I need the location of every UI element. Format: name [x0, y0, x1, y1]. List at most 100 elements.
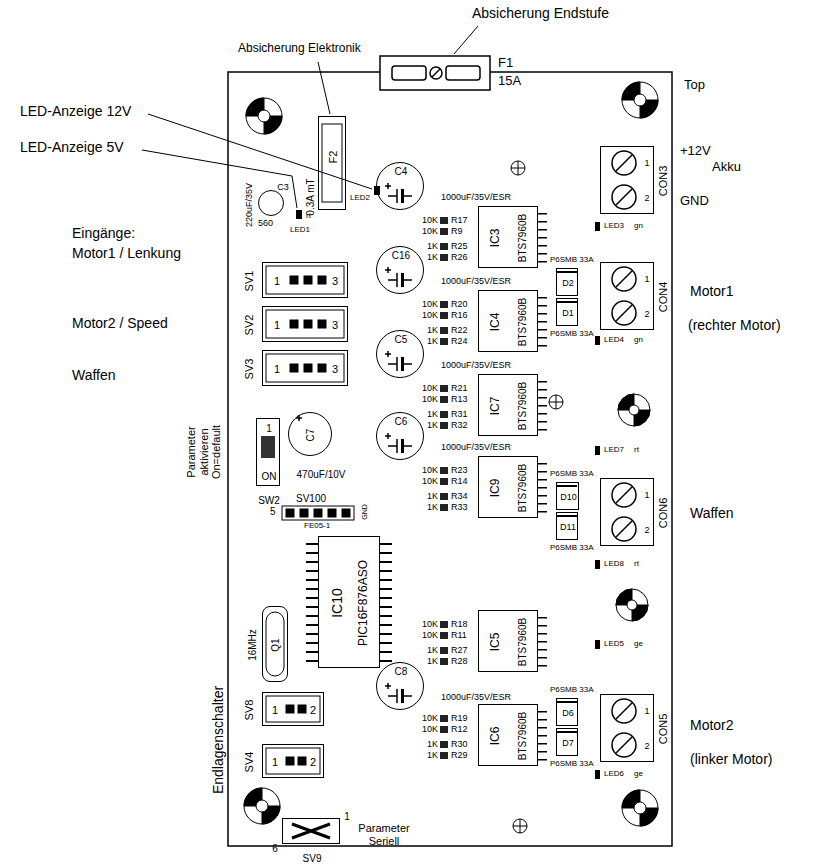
capacitor-box: C61000uF/35V/ESR [376, 412, 424, 460]
screw-terminal-label: CON4 [658, 282, 669, 313]
annotation-label: R31 [451, 410, 468, 419]
ic-pins [542, 213, 543, 761]
annotation-label: 1K [427, 492, 438, 501]
diode-bands [557, 272, 577, 732]
annotation-label: 1K [427, 326, 438, 335]
annotation-label: LED8 [604, 560, 624, 568]
capacitor-label: C16 [392, 251, 410, 261]
annotation-label: 5 [270, 507, 276, 517]
header-pins [266, 266, 354, 838]
screw-terminal-box: CON612 [600, 478, 654, 546]
driver-ic-label: IC3 [489, 229, 501, 248]
annotation-label: rt [634, 446, 639, 454]
annotation-label: R12 [451, 725, 468, 734]
annotation-label: P6SMB 33A [550, 256, 594, 264]
pin-header-label: SV8 [244, 700, 255, 721]
screw-terminal-label: 2 [644, 526, 649, 535]
annotation-label: R21 [451, 384, 468, 393]
pin-header-label: SV3 [244, 359, 255, 380]
annotation-label: R17 [451, 216, 468, 225]
pin-header-box: SV313 [262, 350, 348, 386]
driver-ic-label: IC5 [489, 633, 501, 652]
annotation-label: Parameter aktivieren On=default [185, 412, 223, 492]
annotation-label: R18 [451, 620, 468, 629]
capacitor-label: 1000uF/35V/ESR [441, 361, 511, 370]
screw-terminal-box: CON512 [600, 694, 654, 762]
diode-box: D2 [556, 268, 578, 296]
dip-switch-box: 1ONSW2 [256, 418, 280, 486]
crystal-label: 16MHz [248, 629, 258, 661]
pin-header-box: SV213 [262, 306, 348, 342]
driver-ic-label: BTS7960B [518, 298, 528, 346]
annotation-label: +12V [680, 144, 711, 157]
annotation-label: ge [634, 640, 643, 648]
pin-header-box: SV412 [262, 744, 324, 778]
crystal-label: Q1 [271, 638, 281, 651]
annotation-label: 10K [422, 300, 438, 309]
annotation-label: Absicherung Elektronik [238, 42, 361, 54]
pin-header-label: SV1 [244, 271, 255, 292]
serial-header-box: 16SV9 [282, 818, 340, 844]
pin-header-label: 3 [332, 364, 338, 375]
annotation-label: LED4 [604, 336, 624, 344]
serial-header-label: 6 [272, 844, 278, 854]
capacitor-label: 220uF/35V [245, 183, 254, 227]
pin-header-label: SV4 [244, 752, 255, 773]
pin-header-box: SV113 [262, 262, 348, 298]
switch-slider [261, 436, 275, 458]
screw-terminal-box: CON412 [600, 262, 654, 330]
annotation-label: LED6 [604, 770, 624, 778]
microcontroller-label: IC10 [330, 588, 344, 618]
annotation-label: Endlagenschalter [211, 686, 225, 794]
annotation-label: 10K [422, 311, 438, 320]
driver-ic-box: IC4BTS7960B [478, 290, 538, 352]
annotation-label: 1K [427, 421, 438, 430]
annotation-label: 10K [422, 395, 438, 404]
screw-terminal-box: CON312 [600, 146, 654, 214]
annotation-label: 1K [427, 657, 438, 666]
annotation-label: (linker Motor) [690, 752, 772, 766]
terminal-screws [612, 151, 636, 757]
capacitor-label: 1000uF/35V/ESR [441, 193, 511, 202]
annotation-label: 1K [427, 751, 438, 760]
fuse-label: F2 [328, 151, 339, 164]
driver-ic-label: BTS7960B [518, 214, 528, 262]
capacitor-label: 1000uF/35V/ESR [441, 443, 511, 452]
annotation-label: 10K [422, 384, 438, 393]
annotation-label: R25 [451, 242, 468, 251]
annotation-label: 10K [422, 477, 438, 486]
annotation-label: R29 [451, 751, 468, 760]
driver-ic-box: IC6BTS7960B [478, 704, 538, 766]
annotation-label: LED3 [604, 222, 624, 230]
annotation-label: 1K [427, 242, 438, 251]
pin-header-label: 1 [272, 757, 278, 768]
dip-switch-label: ON [262, 472, 277, 482]
annotation-label: (rechter Motor) [688, 318, 781, 332]
mcu-pins [312, 543, 386, 668]
driver-ic-label: BTS7960B [518, 382, 528, 430]
annotation-label: 1K [427, 337, 438, 346]
screw-terminal-label: 1 [644, 491, 649, 500]
annotation-label: R9 [451, 227, 463, 236]
annotation-label: P6SMB 33A [550, 470, 594, 478]
screw-terminal-label: CON5 [658, 714, 669, 745]
capacitor-label: C6 [395, 417, 408, 427]
capacitor-symbols [296, 183, 412, 703]
annotation-label: 10K [422, 227, 438, 236]
annotation-label: FE05-1 [304, 522, 330, 530]
annotation-label: 15A [498, 74, 521, 87]
annotation-label: SV100 [296, 494, 326, 504]
annotation-label: 10K [422, 620, 438, 629]
annotation-label: ge [634, 770, 643, 778]
annotation-label: 1K [427, 740, 438, 749]
led-symbols [296, 186, 600, 779]
annotation-label: Akku [712, 160, 741, 173]
pin-header-label: 1 [274, 276, 280, 287]
annotation-label: R11 [451, 631, 467, 640]
annotation-label: 10K [422, 216, 438, 225]
pin-header-label: 3 [332, 320, 338, 331]
capacitor-box: C41000uF/35V/ESR [376, 162, 424, 210]
annotation-label: Parameter Seriell [354, 822, 414, 847]
diode-label: D10 [560, 493, 577, 502]
